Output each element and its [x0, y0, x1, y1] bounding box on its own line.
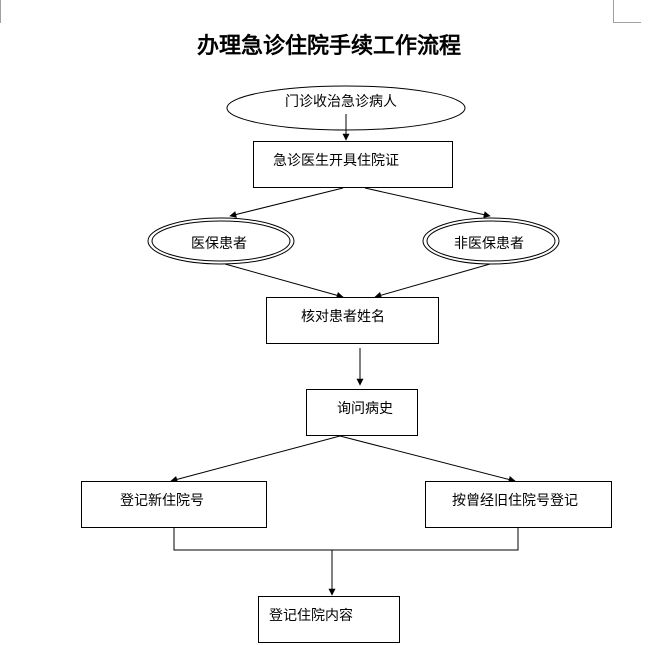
merge-connector	[173, 527, 519, 551]
node-issue-certificate: 急诊医生开具住院证	[253, 141, 453, 188]
node-new-number-label: 登记新住院号	[120, 493, 204, 509]
node-new-number: 登记新住院号	[81, 481, 267, 528]
insured-ellipse	[147, 217, 295, 265]
edge-history-to-old	[339, 435, 516, 483]
uninsured-ellipse	[422, 217, 560, 265]
edge-uninsured-to-verify	[374, 263, 491, 299]
node-register-content-label: 登记住院内容	[269, 608, 353, 624]
edge-certificate-to-uninsured	[364, 187, 491, 219]
edge-history-to-new	[170, 435, 341, 483]
node-old-number-label: 按曾经旧住院号登记	[452, 493, 578, 509]
node-verify-name-label: 核对患者姓名	[301, 309, 385, 325]
node-history: 询问病史	[306, 389, 418, 436]
node-old-number: 按曾经旧住院号登记	[425, 481, 612, 528]
page-corner-mark-left	[0, 0, 1, 23]
node-start-label: 门诊收治急诊病人	[285, 94, 397, 110]
node-uninsured-label: 非医保患者	[454, 236, 524, 252]
node-insured-label: 医保患者	[191, 236, 247, 252]
node-verify-name: 核对患者姓名	[266, 297, 439, 344]
edge-insured-to-verify	[224, 263, 344, 299]
edge-certificate-to-insured	[229, 187, 344, 218]
node-history-label: 询问病史	[337, 401, 393, 417]
node-register-content: 登记住院内容	[258, 596, 400, 643]
node-issue-certificate-label: 急诊医生开具住院证	[273, 153, 399, 169]
page-title: 办理急诊住院手续工作流程	[196, 33, 461, 59]
page-corner-mark-right	[613, 0, 641, 23]
